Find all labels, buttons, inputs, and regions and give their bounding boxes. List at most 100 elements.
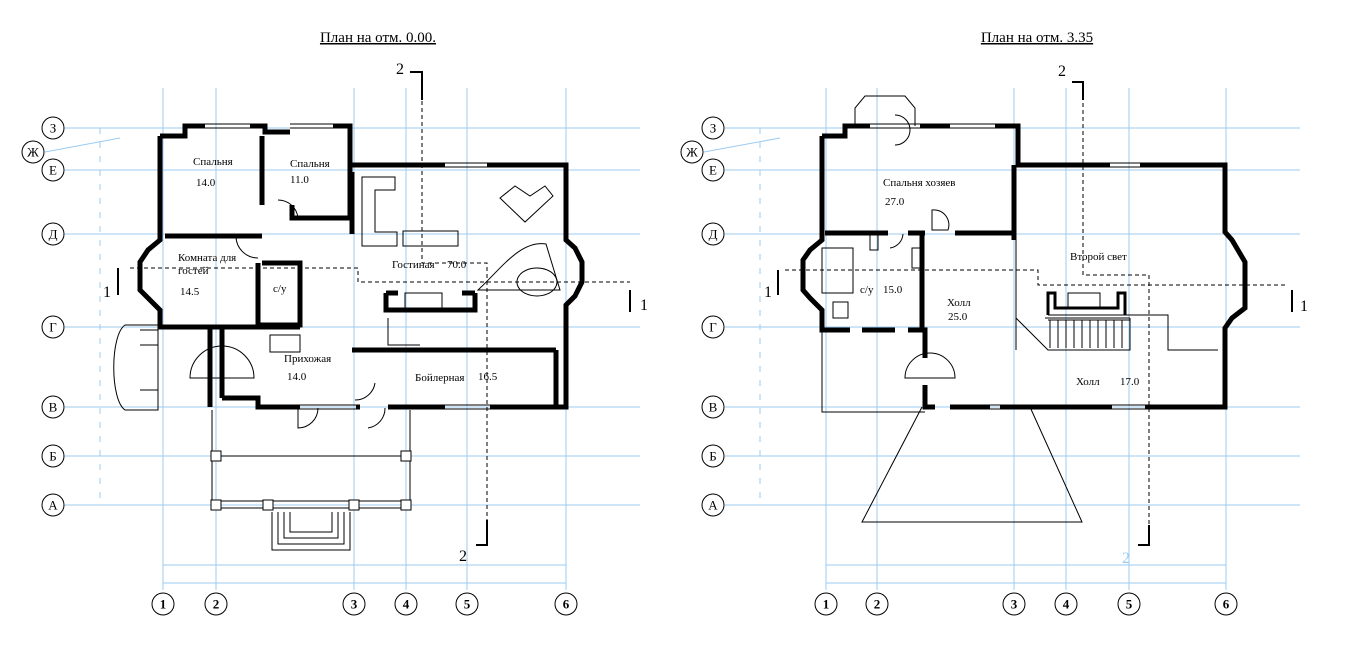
room-name: с/у <box>860 284 874 296</box>
grid-axis-label: 2 <box>874 597 881 612</box>
fixtures <box>821 234 921 319</box>
grid-axis-label: 4 <box>1063 597 1070 612</box>
room-name: Холл <box>947 297 971 309</box>
grid-axis-bubble <box>394 592 418 616</box>
exterior-walls <box>800 123 1248 410</box>
section-mark: 1 <box>103 284 111 301</box>
interior-thin-walls <box>821 240 1218 523</box>
section-line-1 <box>785 269 1285 286</box>
grid-axis-label: Ж <box>27 145 39 160</box>
grid-axis-bubble <box>41 444 65 468</box>
windows <box>870 123 1145 410</box>
grid-axis-bubble <box>814 592 838 616</box>
grid-axis-label: 2 <box>213 597 220 612</box>
section-line-2 <box>421 80 488 545</box>
plan-ground-floor: План на отм. 0.00. 2 2 1 1 Спальня 14.0 … <box>103 30 648 565</box>
grid-axis-bubble <box>41 395 65 419</box>
grid-axis-label: 3 <box>1011 597 1018 612</box>
furniture <box>269 176 561 353</box>
room-name: Спальня хозяев <box>883 177 955 189</box>
grid-axis-label: Д <box>49 227 58 242</box>
room-name: Холл <box>1076 376 1100 388</box>
grid-axis-bubble <box>455 592 479 616</box>
grid-axis-bubble <box>41 158 65 182</box>
grid-axis-label: З <box>50 121 57 136</box>
exterior-walls <box>137 123 585 410</box>
balcony <box>854 95 916 126</box>
room-name: Прихожая <box>284 353 331 365</box>
section-mark: 2 <box>1122 550 1130 567</box>
room-area: 11.0 <box>290 174 309 186</box>
stair-well <box>1046 291 1127 315</box>
room-name: с/у <box>273 283 287 295</box>
grid-axis-bubble <box>701 395 725 419</box>
grid-axis-label: Ж <box>686 145 698 160</box>
grid-axis-bubble <box>701 158 725 182</box>
section-mark: 1 <box>764 284 772 301</box>
grid-axis-label: В <box>709 400 718 415</box>
grid-axis-label: В <box>49 400 58 415</box>
grid-axis-bubble <box>701 493 725 517</box>
room-area: 70.0 <box>447 259 467 271</box>
grid-line <box>703 137 781 153</box>
grid-axis-label: Б <box>709 449 716 464</box>
section-mark: 1 <box>1300 298 1308 315</box>
room-area: 25.0 <box>948 311 968 323</box>
grid-axis-bubble <box>1054 592 1078 616</box>
grid-axis-label: З <box>710 121 717 136</box>
grid-axis-label: 4 <box>403 597 410 612</box>
grid-axis-label: А <box>708 498 718 513</box>
grid-axis-label: А <box>48 498 58 513</box>
grid-axis-bubble <box>204 592 228 616</box>
room-name: Спальня <box>290 158 330 170</box>
section-line-1 <box>130 267 630 283</box>
room-area: 14.0 <box>196 177 216 189</box>
stairs <box>1048 292 1130 348</box>
grid-axis-bubble <box>41 493 65 517</box>
grid-axis-label: 3 <box>351 597 358 612</box>
doors <box>189 199 386 429</box>
interior-walls <box>825 165 1017 330</box>
interior-walls <box>165 136 559 407</box>
room-name: Бойлерная <box>415 372 464 384</box>
grid-axis-bubble <box>554 592 578 616</box>
grid-axis-label: Г <box>49 320 57 335</box>
grid-axis-bubble <box>701 116 725 140</box>
room-area: 15.0 <box>883 284 903 296</box>
grid-line <box>44 137 121 153</box>
grid-axis-bubble <box>41 222 65 246</box>
section-mark: 1 <box>640 297 648 314</box>
grid-axis-label: Д <box>709 227 718 242</box>
room-area: 14.5 <box>180 286 200 298</box>
grid-axis-bubble <box>701 444 725 468</box>
section-mark: 2 <box>1058 63 1066 80</box>
room-area: 17.0 <box>1120 376 1140 388</box>
grid-axis-label: 1 <box>823 597 830 612</box>
room-name: Второй свет <box>1070 251 1127 263</box>
grid-axis-bubble <box>865 592 889 616</box>
grid-axis-label: 5 <box>464 597 471 612</box>
room-area: 16.5 <box>478 371 498 383</box>
grid-axis-bubble <box>701 222 725 246</box>
grid-axis-label: Б <box>49 449 56 464</box>
grid-axis-label: Е <box>49 163 57 178</box>
grid-axis-bubble <box>342 592 366 616</box>
porch <box>113 324 412 551</box>
section-arrows <box>777 81 1293 546</box>
grid-axis-label: Г <box>709 320 717 335</box>
doors <box>889 114 956 379</box>
grid-axis-label: 1 <box>160 597 167 612</box>
windows <box>205 123 490 410</box>
plan-second-floor: План на отм. 3.35 2 2 1 1 Спальня хозяев… <box>764 30 1308 567</box>
grid-axis-bubble <box>41 116 65 140</box>
grid-axis-bubble <box>1117 592 1141 616</box>
room-area: 14.0 <box>287 371 307 383</box>
grid-axis-bubble <box>1214 592 1238 616</box>
grid-axis-label: 6 <box>1223 597 1230 612</box>
grid-axis-bubble <box>680 140 704 164</box>
room-name: гостей <box>178 265 209 277</box>
grid-axis-bubble <box>151 592 175 616</box>
section-arrows <box>117 71 631 546</box>
section-line-2 <box>1082 82 1150 545</box>
